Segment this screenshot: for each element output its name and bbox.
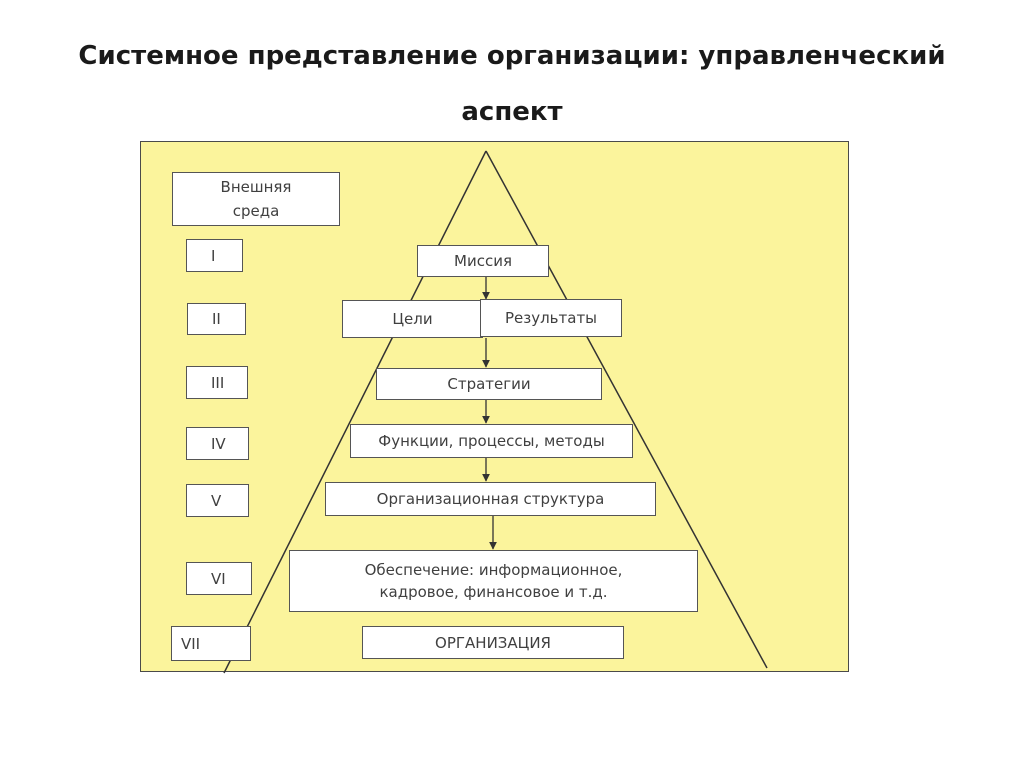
slide-title: Системное представление организации: упр…	[78, 41, 946, 127]
functions-box: Функции, процессы, методы	[350, 424, 633, 458]
level-label-5: V	[186, 484, 249, 517]
level-label-3: III	[186, 366, 248, 399]
level-label-1: I	[186, 239, 243, 272]
level-label-4: IV	[186, 427, 249, 460]
level-label-7: VII	[171, 626, 251, 661]
strategies-box: Стратегии	[376, 368, 602, 400]
goals-box: Цели	[342, 300, 483, 338]
organization-box: ОРГАНИЗАЦИЯ	[362, 626, 624, 659]
external-environment-box: Внешняя среда	[172, 172, 340, 226]
level-label-6: VI	[186, 562, 252, 595]
support-box: Обеспечение: информационное, кадровое, ф…	[289, 550, 698, 612]
mission-box: Миссия	[417, 245, 549, 277]
results-box: Результаты	[480, 299, 622, 337]
level-label-2: II	[187, 303, 246, 335]
org-structure-box: Организационная структура	[325, 482, 656, 516]
